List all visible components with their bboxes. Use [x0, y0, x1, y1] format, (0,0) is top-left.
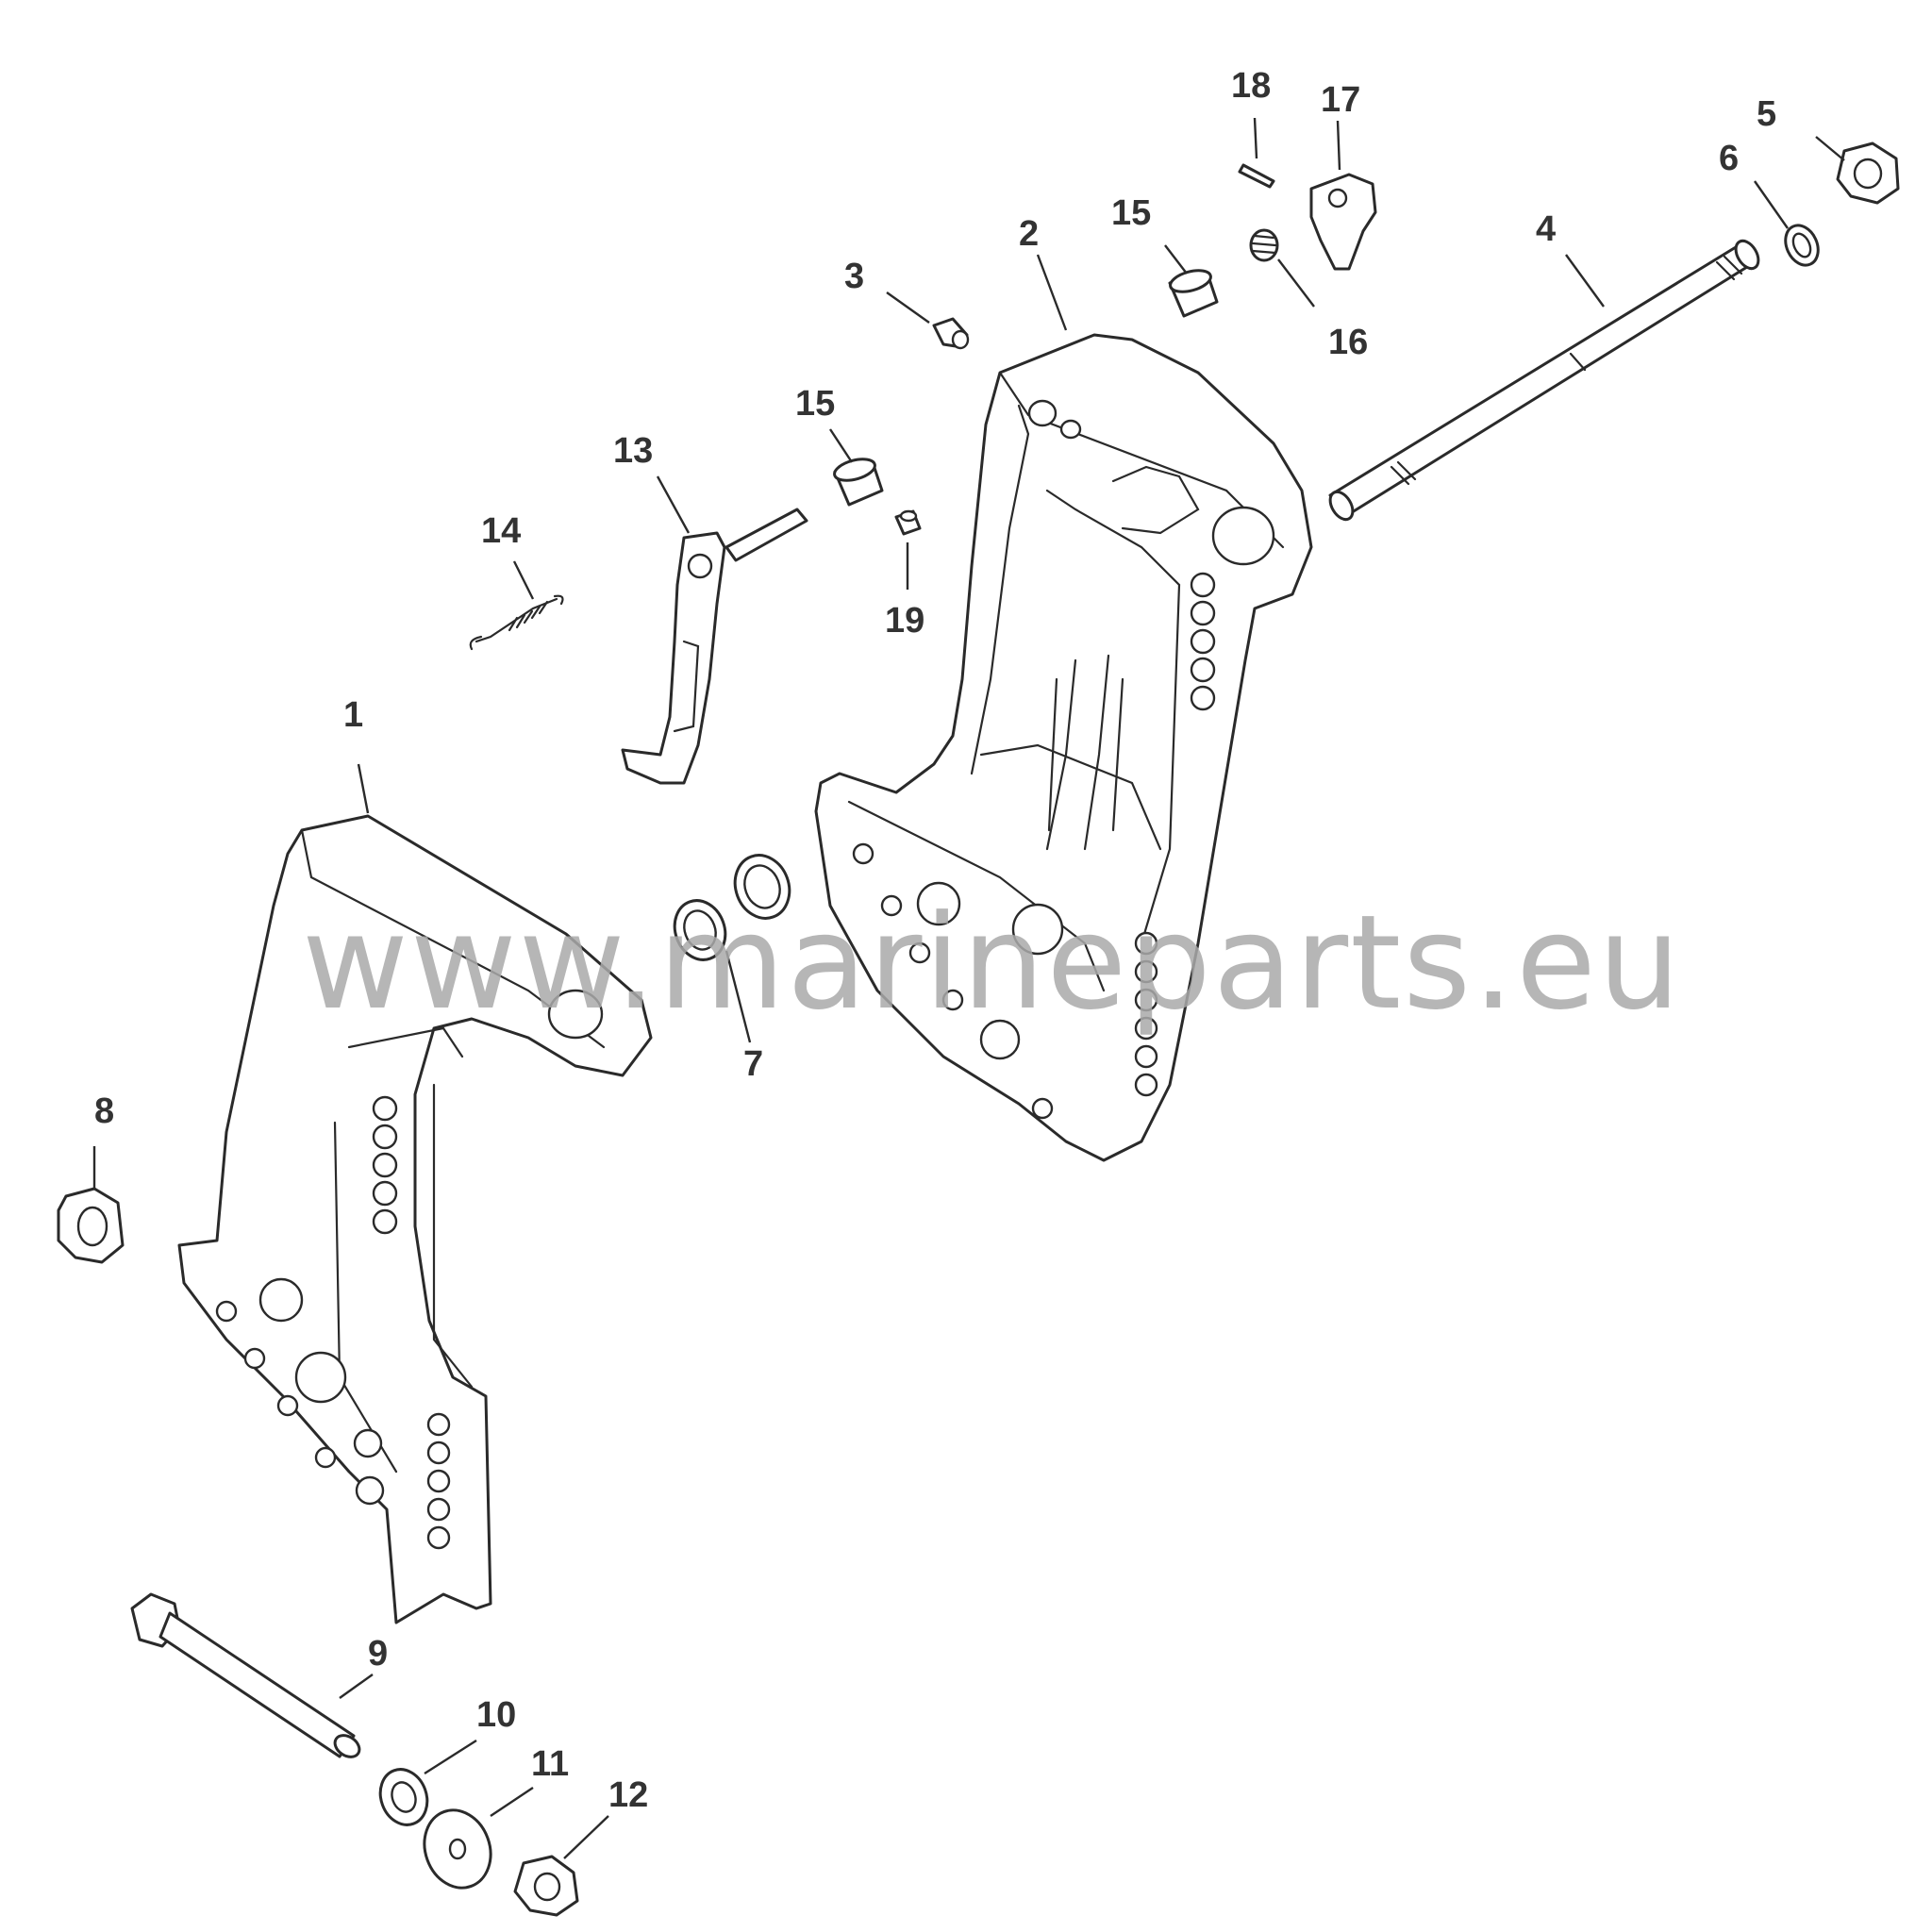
- callout-10: 10: [476, 1695, 516, 1735]
- part-15-bushing-lower: [833, 458, 884, 507]
- part-19-pin: [894, 509, 922, 536]
- part-7-washers: [673, 854, 791, 961]
- part-11-flat-washer: [423, 1808, 492, 1890]
- part-10-washer: [378, 1768, 429, 1826]
- part-9-bolt: [130, 1592, 361, 1758]
- callout-4: 4: [1536, 209, 1556, 249]
- callout-16: 16: [1328, 323, 1368, 362]
- callout-18: 18: [1231, 66, 1271, 106]
- callout-14: 14: [481, 511, 521, 551]
- callout-17: 17: [1321, 80, 1360, 120]
- callout-15-upper: 15: [1111, 193, 1151, 233]
- callout-11: 11: [531, 1744, 569, 1784]
- part-6-washer: [1784, 224, 1820, 267]
- part-1-clamp-bracket: [177, 814, 653, 1624]
- callout-1: 1: [343, 695, 363, 735]
- part-8-nut: [57, 1187, 125, 1264]
- part-16-spring: [1249, 228, 1279, 262]
- callout-8: 8: [94, 1091, 114, 1131]
- part-13-tilt-lock-lever: [621, 508, 808, 785]
- part-12-locknut: [513, 1855, 579, 1917]
- part-18-pin: [1238, 163, 1275, 189]
- part-14-spring: [469, 594, 564, 651]
- callout-7: 7: [743, 1044, 763, 1084]
- callout-6: 6: [1719, 139, 1739, 178]
- leader-lines: [92, 117, 1845, 1859]
- part-4-tilt-tube: [1328, 239, 1760, 522]
- watermark-text: www.marineparts.eu: [302, 887, 1682, 1039]
- callout-5: 5: [1757, 94, 1776, 134]
- part-5-nut: [1836, 142, 1900, 205]
- part-2-swivel-bracket: [814, 333, 1313, 1162]
- callout-15-lower: 15: [795, 384, 835, 424]
- callout-13: 13: [613, 431, 653, 471]
- callout-2: 2: [1019, 214, 1039, 254]
- callout-3: 3: [844, 257, 864, 296]
- callout-19: 19: [885, 601, 924, 641]
- part-17-tilt-lock-cam: [1309, 173, 1377, 271]
- callout-12: 12: [608, 1775, 648, 1815]
- callout-labels: 1 2 3 4 5 6 7 8 9 10 11 12 13 14 15 15 1…: [94, 66, 1776, 1815]
- part-3-grease-fitting: [932, 317, 970, 350]
- part-15-bushing-upper: [1168, 269, 1219, 318]
- callout-9: 9: [368, 1634, 388, 1674]
